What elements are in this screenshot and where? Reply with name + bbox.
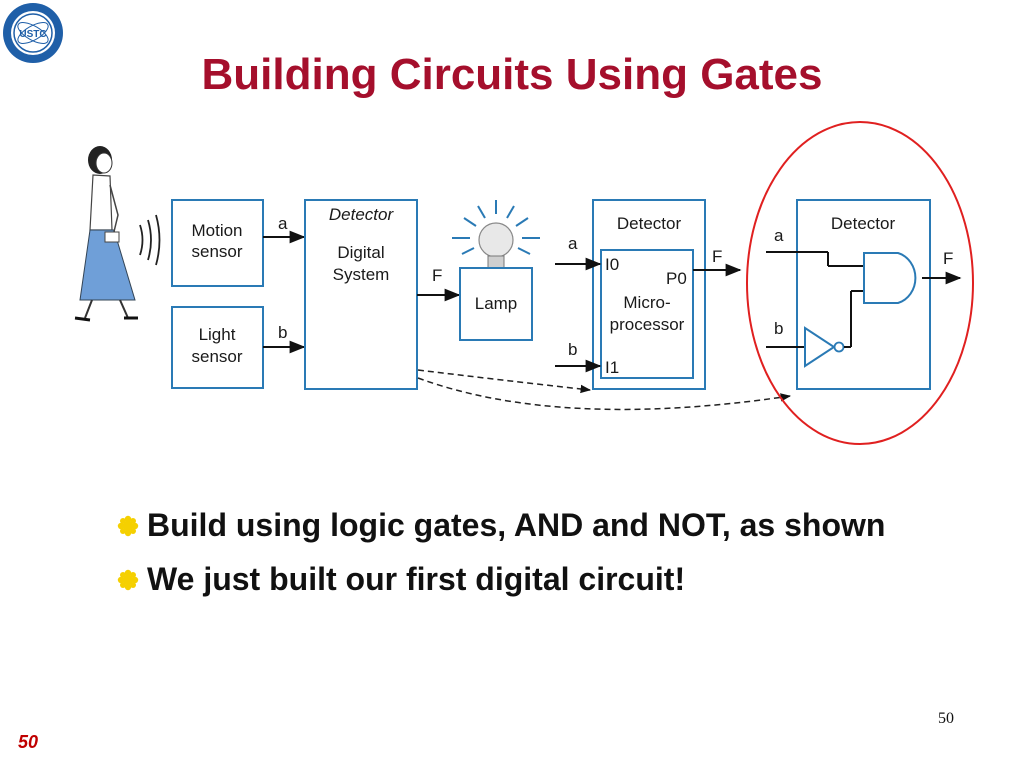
svg-text:USTC: USTC bbox=[19, 29, 46, 40]
microprocessor-box bbox=[600, 249, 694, 379]
bullet-text: We just built our first digital circuit! bbox=[147, 561, 686, 597]
svg-text:b: b bbox=[568, 340, 577, 359]
svg-text:F: F bbox=[943, 249, 953, 268]
bullet-flower-icon bbox=[117, 515, 139, 537]
svg-text:b: b bbox=[278, 323, 287, 342]
svg-text:Digital: Digital bbox=[337, 243, 384, 262]
svg-text:a: a bbox=[568, 234, 578, 253]
not-gate-icon bbox=[804, 326, 836, 368]
woman-figure-icon bbox=[74, 146, 138, 322]
svg-text:Lamp: Lamp bbox=[475, 294, 518, 313]
and-gate-icon bbox=[863, 252, 917, 304]
svg-text:I1: I1 bbox=[605, 358, 619, 377]
university-logo: USTC bbox=[3, 3, 63, 63]
bullet-text: Build using logic gates, AND and NOT, as… bbox=[147, 507, 886, 543]
svg-text:b: b bbox=[774, 319, 783, 338]
svg-text:I0: I0 bbox=[605, 255, 619, 274]
svg-text:P0: P0 bbox=[666, 269, 687, 288]
svg-text:Detector: Detector bbox=[329, 205, 395, 224]
light-bulb-icon bbox=[452, 200, 540, 269]
motion-waves-icon bbox=[139, 214, 161, 266]
lamp-box bbox=[459, 267, 533, 341]
svg-text:F: F bbox=[712, 247, 722, 266]
svg-text:Light: Light bbox=[199, 325, 236, 344]
svg-text:Detector: Detector bbox=[831, 214, 896, 233]
svg-text:sensor: sensor bbox=[191, 347, 242, 366]
svg-text:sensor: sensor bbox=[191, 242, 242, 261]
svg-text:processor: processor bbox=[610, 315, 685, 334]
motion-sensor-box bbox=[171, 199, 264, 287]
svg-text:Detector: Detector bbox=[617, 214, 682, 233]
bullet-list: Build using logic gates, AND and NOT, as… bbox=[115, 505, 975, 613]
svg-text:System: System bbox=[333, 265, 390, 284]
bullet-item: We just built our first digital circuit! bbox=[115, 559, 975, 599]
slide-title: Building Circuits Using Gates bbox=[201, 50, 823, 99]
svg-text:Micro-: Micro- bbox=[623, 293, 670, 312]
svg-text:Motion: Motion bbox=[191, 221, 242, 240]
svg-text:a: a bbox=[278, 214, 288, 233]
svg-text:a: a bbox=[774, 226, 784, 245]
highlight-ellipse bbox=[746, 121, 974, 445]
svg-text:F: F bbox=[432, 266, 442, 285]
digital-system-box bbox=[304, 199, 418, 390]
page-number: 50 bbox=[938, 710, 954, 727]
bullet-flower-icon bbox=[117, 569, 139, 591]
bullet-item: Build using logic gates, AND and NOT, as… bbox=[115, 505, 975, 545]
slide-number: 50 bbox=[18, 732, 39, 752]
